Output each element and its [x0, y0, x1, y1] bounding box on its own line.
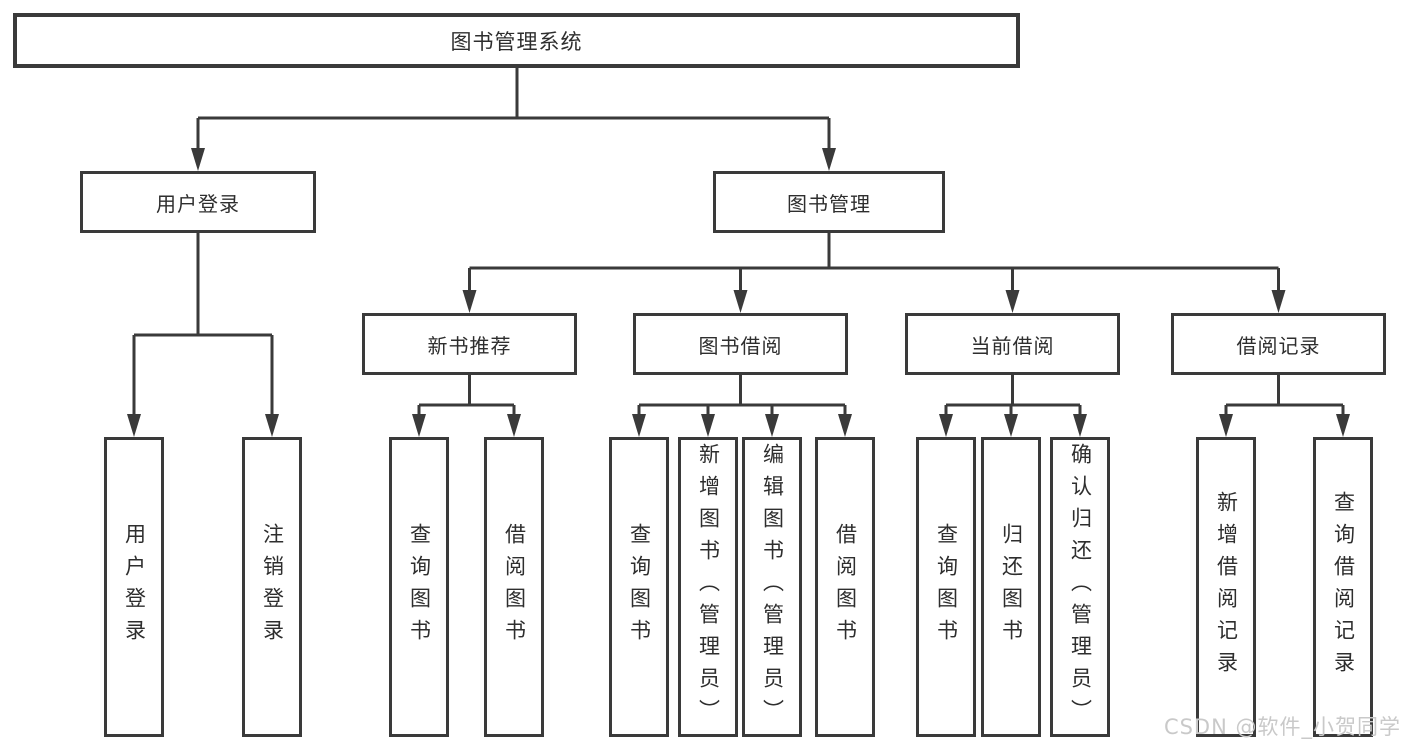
- connector-bookmgmt-to-level3: [468, 233, 1280, 292]
- connector-userlogin-to-leaves: [132, 233, 274, 415]
- leaf-logout-label: 注销登录: [260, 523, 285, 651]
- node-library-system: 图书管理系统: [13, 13, 1020, 68]
- leaf-user-login-label: 用户登录: [122, 523, 147, 651]
- node-book-management: 图书管理: [713, 171, 945, 233]
- node-current-borrow: 当前借阅: [905, 313, 1120, 375]
- node-book-borrow: 图书借阅: [633, 313, 848, 375]
- connector-current-to-leaves: [944, 375, 1082, 415]
- connector-root-to-level2: [196, 68, 831, 150]
- leaf-logout: 注销登录: [242, 437, 302, 737]
- leaf-current-confirm-admin: 确认归还（管理员）: [1050, 437, 1110, 737]
- leaf-borrow-add-admin-label: 新增图书（管理员）: [696, 443, 721, 731]
- connector-borrow-to-leaves: [637, 375, 847, 415]
- leaf-current-query-label: 查询图书: [934, 523, 959, 651]
- leaf-borrow-edit-admin: 编辑图书（管理员）: [742, 437, 802, 737]
- leaf-newbooks-query: 查询图书: [389, 437, 449, 737]
- leaf-newbooks-borrow-label: 借阅图书: [502, 523, 527, 651]
- leaf-current-confirm-admin-label: 确认归还（管理员）: [1068, 443, 1093, 731]
- leaf-current-return: 归还图书: [981, 437, 1041, 737]
- leaf-newbooks-borrow: 借阅图书: [484, 437, 544, 737]
- connector-newbooks-to-leaves: [417, 375, 516, 415]
- leaf-borrow-edit-admin-label: 编辑图书（管理员）: [760, 443, 785, 731]
- connector-records-to-leaves: [1224, 375, 1345, 415]
- node-new-book-recommend: 新书推荐: [362, 313, 577, 375]
- leaf-records-add: 新增借阅记录: [1196, 437, 1256, 737]
- leaf-borrow-books-label: 借阅图书: [833, 523, 858, 651]
- leaf-borrow-query-label: 查询图书: [627, 523, 652, 651]
- leaf-borrow-query: 查询图书: [609, 437, 669, 737]
- leaf-borrow-add-admin: 新增图书（管理员）: [678, 437, 738, 737]
- leaf-current-return-label: 归还图书: [999, 523, 1024, 651]
- csdn-watermark: CSDN @软件_小贺同学: [1163, 715, 1401, 739]
- leaf-records-query: 查询借阅记录: [1313, 437, 1373, 737]
- node-borrow-records: 借阅记录: [1171, 313, 1386, 375]
- leaf-newbooks-query-label: 查询图书: [407, 523, 432, 651]
- leaf-records-query-label: 查询借阅记录: [1331, 491, 1356, 683]
- node-user-login: 用户登录: [80, 171, 316, 233]
- arrowheads: [127, 148, 1350, 437]
- leaf-records-add-label: 新增借阅记录: [1214, 491, 1239, 683]
- leaf-user-login: 用户登录: [104, 437, 164, 737]
- leaf-borrow-books: 借阅图书: [815, 437, 875, 737]
- leaf-current-query: 查询图书: [916, 437, 976, 737]
